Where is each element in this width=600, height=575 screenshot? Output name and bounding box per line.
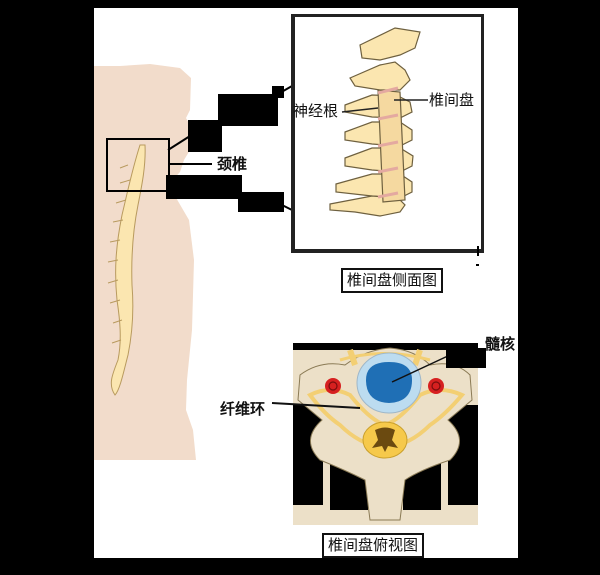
occlusion-patch <box>166 175 242 199</box>
occlusion-patch <box>238 192 284 212</box>
frame-tick <box>477 246 479 256</box>
frame-tick <box>476 264 479 266</box>
occlusion-patch <box>446 348 486 368</box>
occlusion-patch <box>188 120 222 152</box>
caption-top-view: 椎间盘俯视图 <box>322 533 425 558</box>
label-cervical: 颈椎 <box>217 155 248 173</box>
label-disc: 椎间盘 <box>429 91 475 109</box>
label-nerve-root: 神经根 <box>293 102 339 120</box>
label-nucleus: 髓核 <box>485 335 516 353</box>
caption-side-view: 椎间盘侧面图 <box>341 268 444 293</box>
occlusion-patch <box>293 343 478 351</box>
occlusion-patch <box>218 94 278 126</box>
occlusion-patch <box>293 412 305 442</box>
label-annulus: 纤维环 <box>220 400 266 418</box>
occlusion-patch <box>272 86 284 98</box>
